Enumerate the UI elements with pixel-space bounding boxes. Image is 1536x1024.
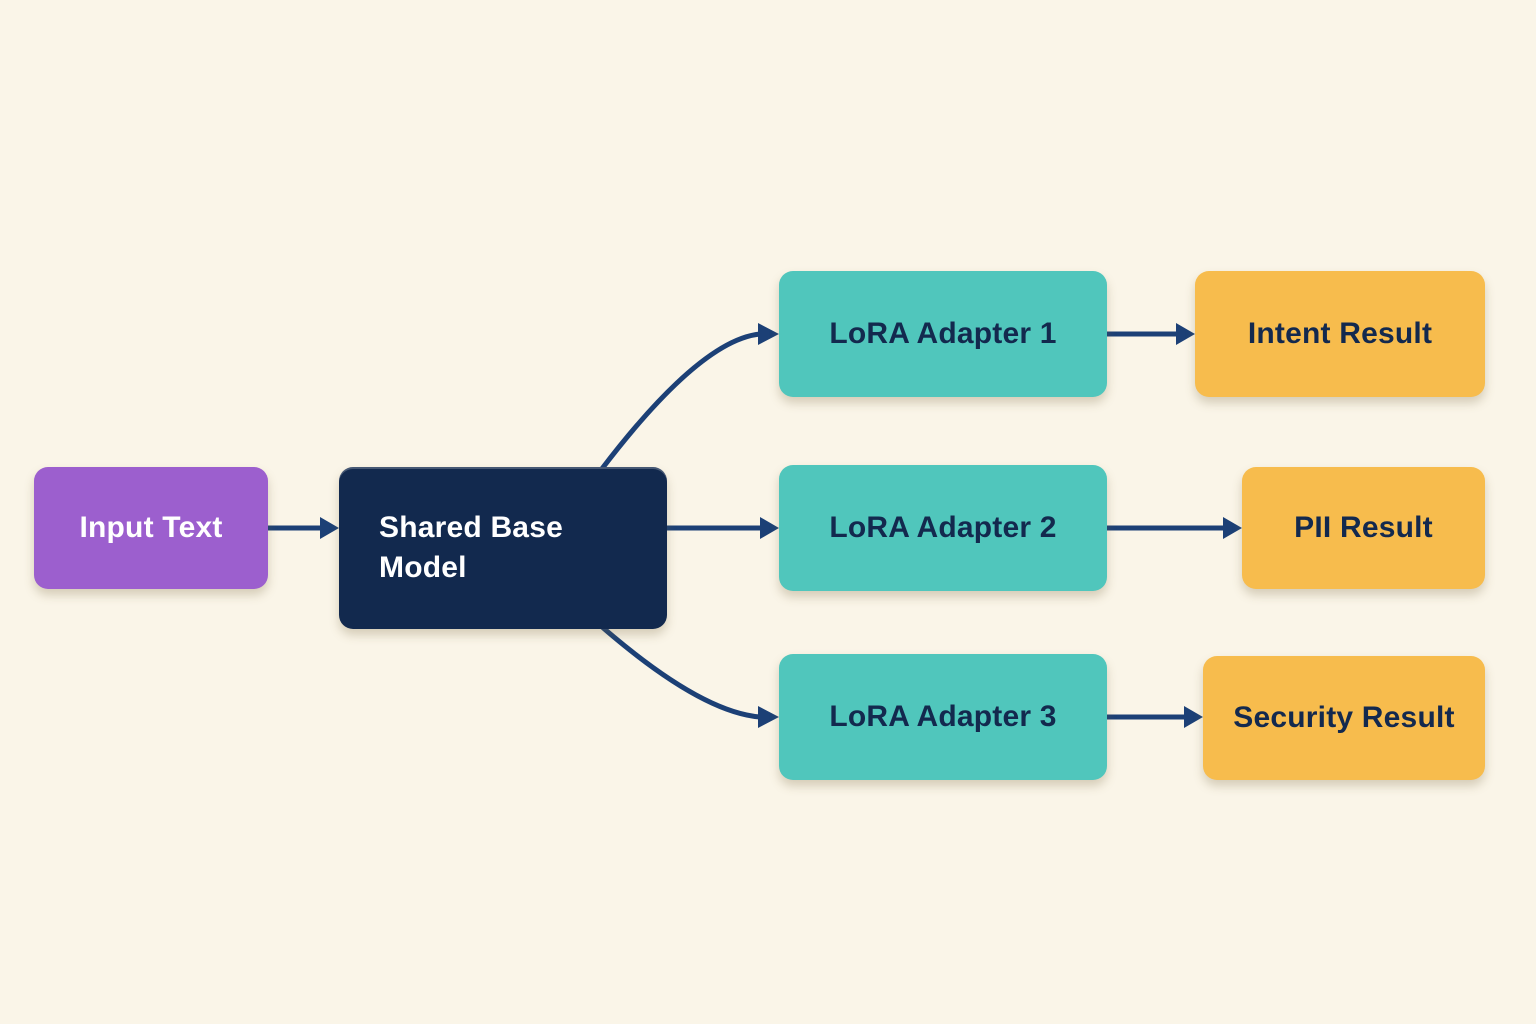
node-lora-adapter-3: LoRA Adapter 3 bbox=[779, 654, 1107, 780]
node-intent-result: Intent Result bbox=[1195, 271, 1485, 397]
arrow-input-to-base bbox=[268, 517, 339, 539]
node-security-result-label: Security Result bbox=[1233, 700, 1455, 734]
node-shared-base-model-label: Shared Base Model bbox=[379, 510, 563, 585]
node-lora-adapter-2-label: LoRA Adapter 2 bbox=[829, 510, 1057, 544]
arrow-base-to-adapter3 bbox=[599, 624, 779, 728]
arrow-adapter2-to-pii bbox=[1107, 517, 1242, 539]
node-lora-adapter-2: LoRA Adapter 2 bbox=[779, 465, 1107, 591]
node-lora-adapter-1-label: LoRA Adapter 1 bbox=[829, 316, 1057, 350]
node-intent-result-label: Intent Result bbox=[1247, 316, 1433, 350]
node-input-text: Input Text bbox=[34, 467, 268, 589]
arrow-adapter3-to-security bbox=[1107, 706, 1203, 728]
arrow-base-to-adapter1 bbox=[599, 323, 779, 472]
node-lora-adapter-1: LoRA Adapter 1 bbox=[779, 271, 1107, 397]
arrow-base-to-adapter2 bbox=[667, 517, 779, 539]
node-input-text-label: Input Text bbox=[79, 510, 223, 544]
node-security-result: Security Result bbox=[1203, 656, 1485, 780]
node-pii-result: PII Result bbox=[1242, 467, 1485, 589]
node-pii-result-label: PII Result bbox=[1294, 510, 1433, 544]
node-lora-adapter-3-label: LoRA Adapter 3 bbox=[829, 699, 1057, 733]
arrow-adapter1-to-intent bbox=[1107, 323, 1195, 345]
node-shared-base-model: Shared Base Model bbox=[339, 467, 667, 629]
